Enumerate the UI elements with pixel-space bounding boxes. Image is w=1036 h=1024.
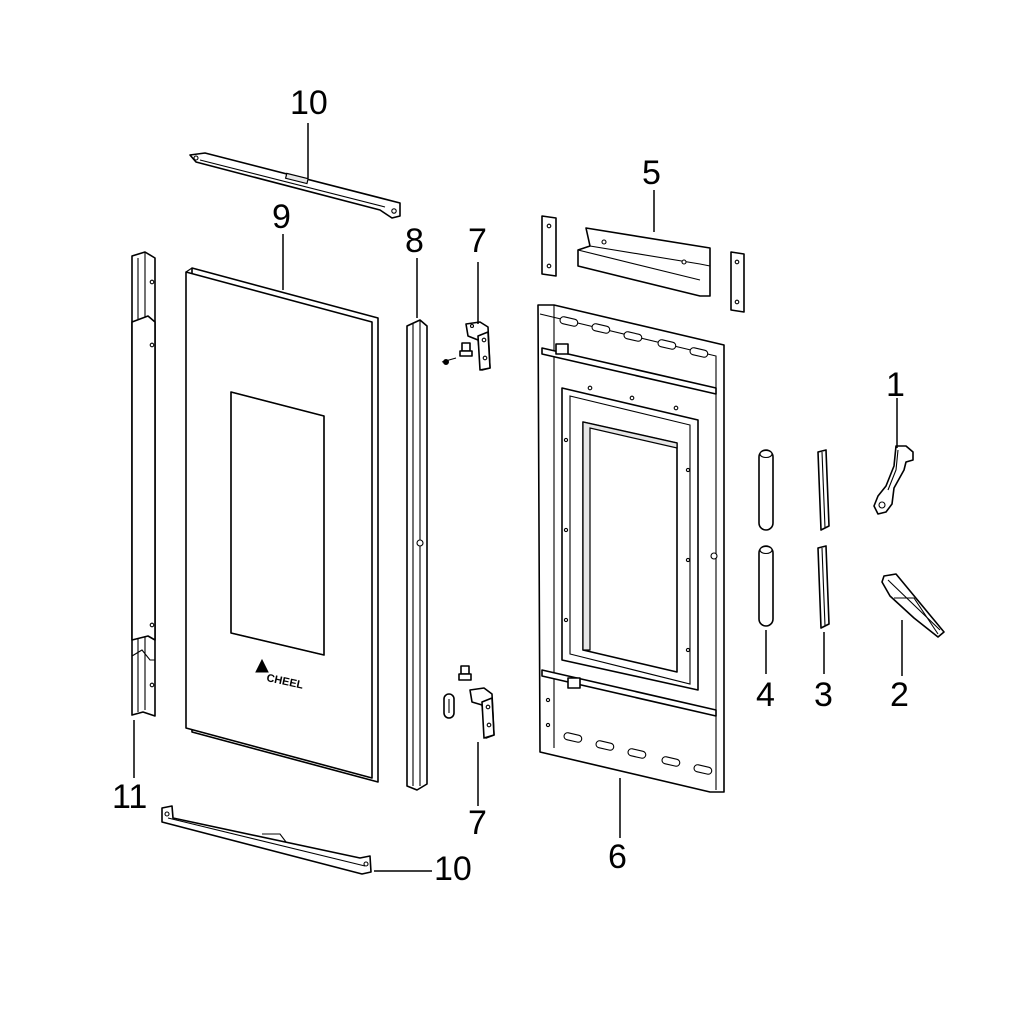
- part-6-inner-frame: [537, 304, 725, 793]
- part-4-stoppers: [758, 449, 774, 627]
- callout-7-bottom: 7: [468, 804, 487, 842]
- callout-6: 6: [608, 838, 627, 876]
- bottom-vent-slots: [563, 732, 713, 775]
- part-3-gaskets: [817, 449, 830, 629]
- callout-9: 9: [272, 198, 291, 236]
- part-5-top-channel: [541, 215, 745, 313]
- part-11-side-profile: [131, 251, 156, 717]
- callout-2: 2: [890, 676, 909, 714]
- callout-10-top: 10: [290, 84, 328, 122]
- part-10-bottom-trim: [161, 805, 372, 875]
- screw-icon: [441, 342, 473, 365]
- bolt-icon: [458, 665, 472, 681]
- callout-8: 8: [405, 222, 424, 260]
- part-1-hinge-hook: [873, 445, 914, 515]
- callout-7-top: 7: [468, 222, 487, 260]
- part-10-top-trim: [189, 152, 401, 219]
- top-vent-slots: [559, 316, 709, 358]
- part-7-top-hinge-bracket: [441, 321, 491, 371]
- callout-5: 5: [642, 154, 661, 192]
- part-8-hinge-profile: [406, 319, 428, 791]
- part-2-spring-clip: [881, 573, 945, 638]
- part-7-bottom-hinge-bracket: [443, 665, 495, 739]
- callout-1: 1: [886, 366, 905, 404]
- callout-3: 3: [814, 676, 833, 714]
- callout-4: 4: [756, 676, 775, 714]
- part-9-glass-panel: CHEEL: [185, 267, 379, 783]
- callout-11: 11: [112, 778, 147, 816]
- callout-10-bottom: 10: [434, 850, 472, 888]
